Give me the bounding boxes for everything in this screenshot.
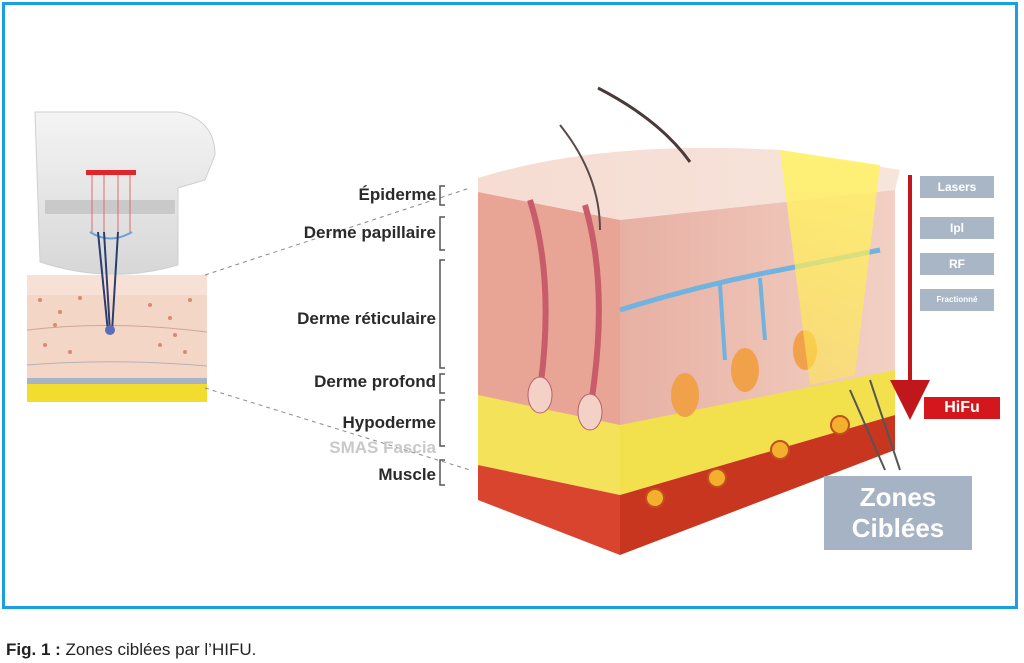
skin-block (478, 86, 901, 555)
caption-text: Zones ciblées par l’HIFU. (60, 640, 257, 659)
layer-brackets (439, 185, 445, 486)
zones-ciblees-box: Zones Ciblées (824, 476, 972, 550)
caption-prefix: Fig. 1 : (6, 640, 61, 659)
tag-fractionne: Fractionné (920, 289, 994, 311)
connector-lines (204, 187, 471, 471)
label-derme-papillaire: Derme papillaire (303, 223, 436, 242)
label-derme-profond: Derme profond (314, 372, 436, 391)
label-muscle: Muscle (378, 465, 436, 484)
skin-diagram (26, 86, 930, 555)
tag-rf: RF (920, 253, 994, 275)
transducer-bar (86, 170, 136, 175)
label-derme-reticulaire: Derme réticulaire (297, 309, 436, 328)
label-epiderme: Épiderme (358, 185, 436, 204)
hifu-probe (34, 111, 216, 275)
figure-caption: Fig. 1 : Zones ciblées par l’HIFU. (6, 640, 256, 660)
hifu-badge: HiFu (924, 397, 1000, 419)
tag-ipl: Ipl (920, 217, 994, 239)
label-hypoderme: Hypoderme (342, 413, 436, 432)
label-smas: SMAS Fascia (329, 438, 436, 457)
tag-lasers: Lasers (920, 176, 994, 198)
skin-sample (26, 231, 208, 402)
